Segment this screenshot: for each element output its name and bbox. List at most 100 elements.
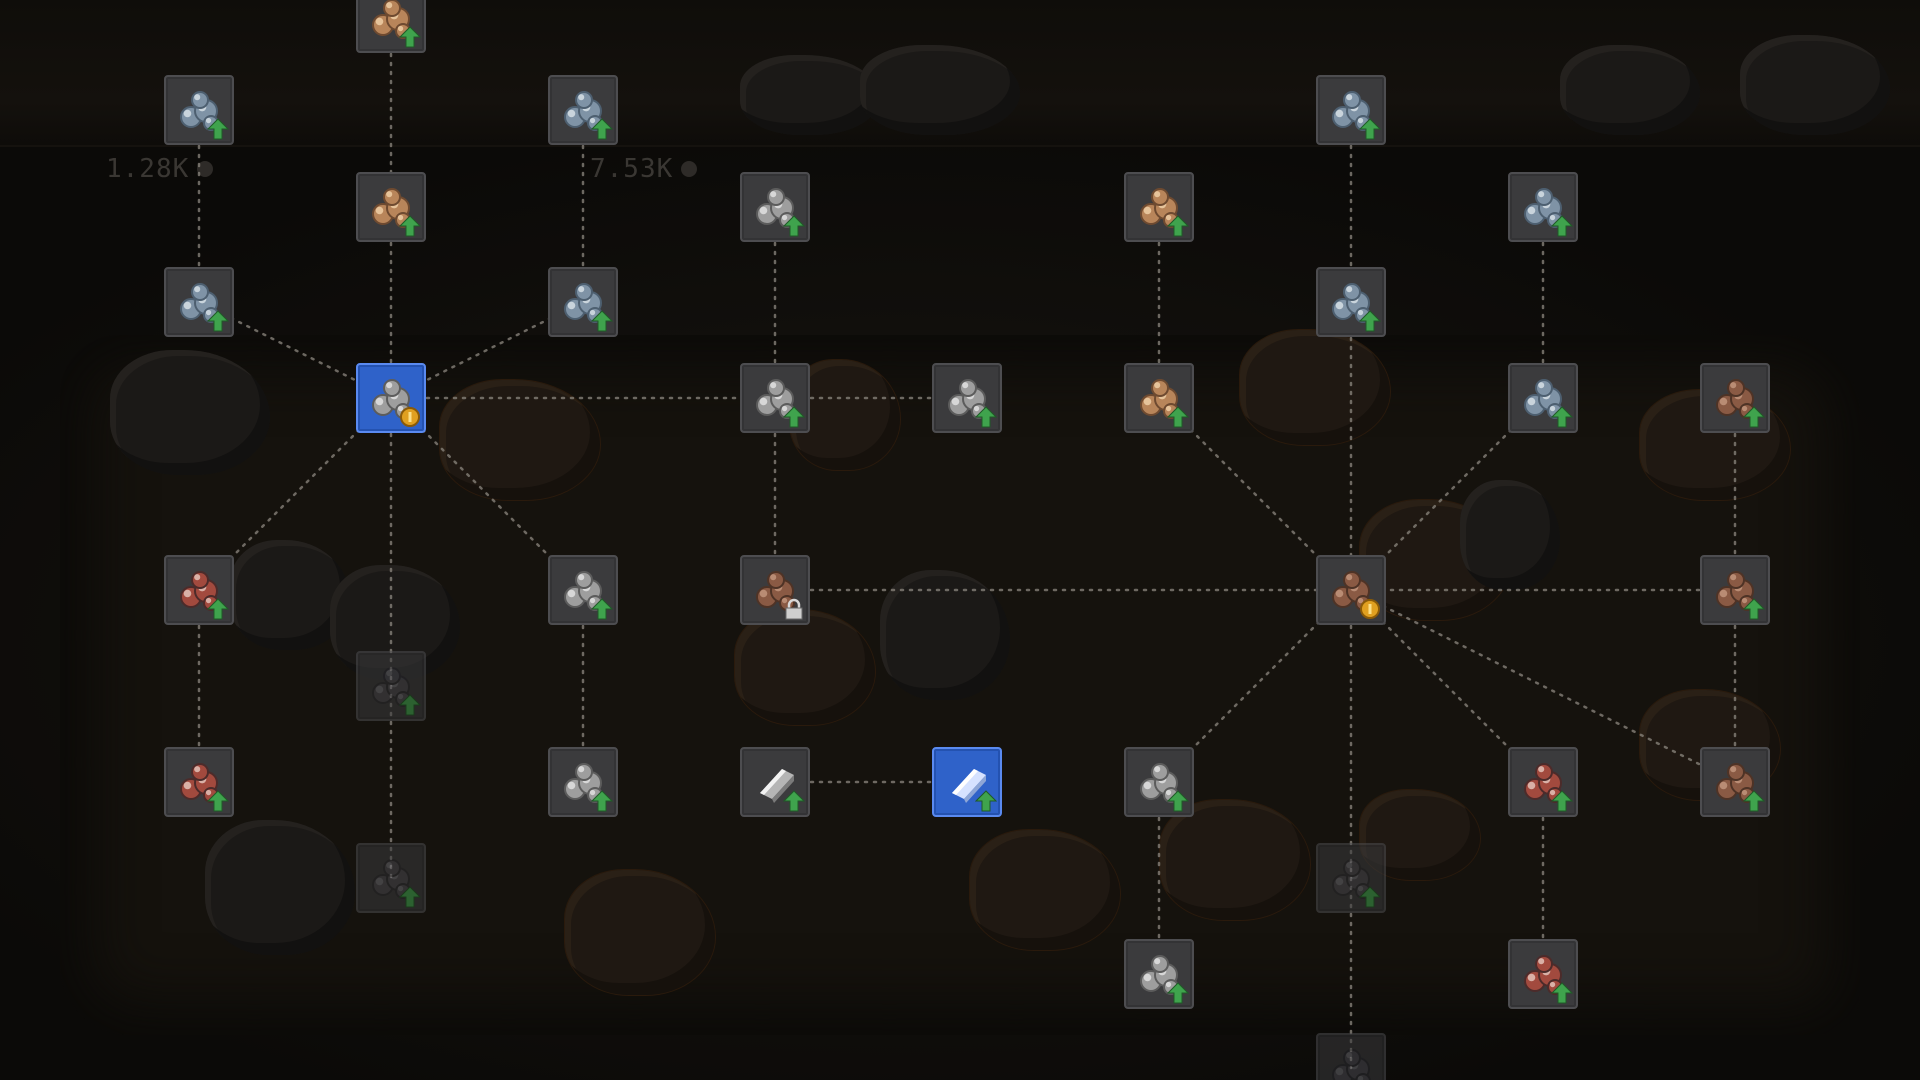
background-ore-counter: 1.28K	[106, 154, 214, 184]
upgrade-arrow-icon	[207, 790, 229, 812]
skill-node-coal[interactable]	[356, 651, 426, 721]
ruby-ore-icon	[180, 571, 219, 611]
background-rock	[1740, 35, 1890, 135]
skill-node-copper[interactable]	[740, 555, 810, 625]
coal-ore-icon	[1332, 859, 1371, 899]
skill-node-copper[interactable]	[1700, 555, 1770, 625]
skill-node-silver[interactable]	[548, 747, 618, 817]
upgrade-arrow-icon	[207, 310, 229, 332]
coal-ore-icon	[372, 859, 411, 899]
skill-node-iron[interactable]	[548, 267, 618, 337]
iron-ore-icon	[180, 283, 219, 323]
upgrade-arrow-icon	[1167, 982, 1189, 1004]
skill-node-gold[interactable]	[356, 0, 426, 53]
upgrade-arrow-icon	[975, 406, 997, 428]
ore-counter-value: 1.28K	[106, 154, 190, 184]
bar-ore-icon	[760, 769, 794, 803]
gold-ore-icon	[1140, 188, 1179, 228]
skill-node-coal[interactable]	[1316, 1033, 1386, 1080]
background-rock	[565, 870, 715, 995]
upgrade-arrow-icon	[1743, 598, 1765, 620]
skill-node-silver[interactable]	[932, 363, 1002, 433]
upgrade-arrow-icon	[399, 694, 421, 716]
skill-node-iron[interactable]	[164, 75, 234, 145]
skill-node-iron[interactable]	[548, 75, 618, 145]
coal-ore-icon	[372, 667, 411, 707]
upgrade-arrow-icon	[1359, 886, 1381, 908]
ruby-ore-icon	[1524, 763, 1563, 803]
iron-ore-icon	[1524, 379, 1563, 419]
skill-node-iron[interactable]	[1508, 363, 1578, 433]
skill-node-silver[interactable]	[740, 172, 810, 242]
background-rock	[1560, 45, 1700, 135]
ruby-ore-icon	[1524, 955, 1563, 995]
skill-node-coal[interactable]	[356, 843, 426, 913]
skill-node-ruby[interactable]	[1508, 747, 1578, 817]
skill-node-copper[interactable]	[1700, 747, 1770, 817]
upgrade-arrow-icon	[591, 598, 613, 620]
skill-node-silver[interactable]	[356, 363, 426, 433]
upgrade-arrow-icon	[1551, 215, 1573, 237]
upgrade-arrow-icon	[207, 598, 229, 620]
coin-icon	[1360, 599, 1380, 619]
upgrade-arrow-icon	[399, 215, 421, 237]
skill-node-gold[interactable]	[1124, 363, 1194, 433]
iron-ore-icon	[180, 91, 219, 131]
skill-node-iron[interactable]	[1316, 75, 1386, 145]
iron-ore-icon	[1332, 91, 1371, 131]
background-rock	[1160, 800, 1310, 920]
ore-chunk-icon	[197, 161, 214, 177]
iron-ore-icon	[1524, 188, 1563, 228]
skill-node-copper[interactable]	[1316, 555, 1386, 625]
upgrade-arrow-icon	[1551, 790, 1573, 812]
bar-ore-icon	[952, 769, 986, 803]
coin-icon	[400, 407, 420, 427]
upgrade-arrow-icon	[1743, 406, 1765, 428]
background-ore-counter: 7.53K	[590, 154, 698, 184]
skill-node-silver[interactable]	[740, 363, 810, 433]
background-rock	[205, 820, 355, 955]
gold-ore-icon	[372, 188, 411, 228]
coal-ore-icon	[1332, 1049, 1371, 1080]
skill-node-silver[interactable]	[1124, 939, 1194, 1009]
skill-node-iron[interactable]	[164, 267, 234, 337]
skill-node-gold[interactable]	[1124, 172, 1194, 242]
upgrade-arrow-icon	[1167, 406, 1189, 428]
upgrade-arrow-icon	[1551, 982, 1573, 1004]
silver-ore-icon	[1140, 763, 1179, 803]
background-rock	[740, 55, 880, 135]
skill-node-silver[interactable]	[1124, 747, 1194, 817]
copper-ore-icon	[756, 571, 795, 611]
iron-ore-icon	[564, 91, 603, 131]
skill-node-coal[interactable]	[1316, 843, 1386, 913]
skill-node-ruby[interactable]	[164, 747, 234, 817]
background-rock	[735, 610, 875, 725]
skill-node-silver[interactable]	[548, 555, 618, 625]
background-rock	[970, 830, 1120, 950]
skill-node-bar[interactable]	[740, 747, 810, 817]
copper-ore-icon	[1716, 379, 1755, 419]
skill-node-ruby[interactable]	[164, 555, 234, 625]
iron-ore-icon	[564, 283, 603, 323]
upgrade-arrow-icon	[783, 215, 805, 237]
upgrade-arrow-icon	[207, 118, 229, 140]
skill-node-ruby[interactable]	[1508, 939, 1578, 1009]
upgrade-arrow-icon	[591, 310, 613, 332]
upgrade-arrow-icon	[591, 790, 613, 812]
skill-node-iron[interactable]	[1316, 267, 1386, 337]
lock-icon	[785, 598, 803, 620]
iron-ore-icon	[1332, 283, 1371, 323]
upgrade-arrow-icon	[1167, 215, 1189, 237]
skill-node-bar_active[interactable]	[932, 747, 1002, 817]
upgrade-arrow-icon	[783, 406, 805, 428]
background-rock	[880, 570, 1010, 700]
upgrade-arrow-icon	[783, 790, 805, 812]
copper-ore-icon	[1332, 571, 1371, 611]
ore-chunk-icon	[681, 161, 698, 177]
gold-ore-icon	[372, 0, 411, 39]
skill-node-iron[interactable]	[1508, 172, 1578, 242]
skill-node-gold[interactable]	[356, 172, 426, 242]
background-rock	[860, 45, 1020, 135]
skill-node-copper[interactable]	[1700, 363, 1770, 433]
